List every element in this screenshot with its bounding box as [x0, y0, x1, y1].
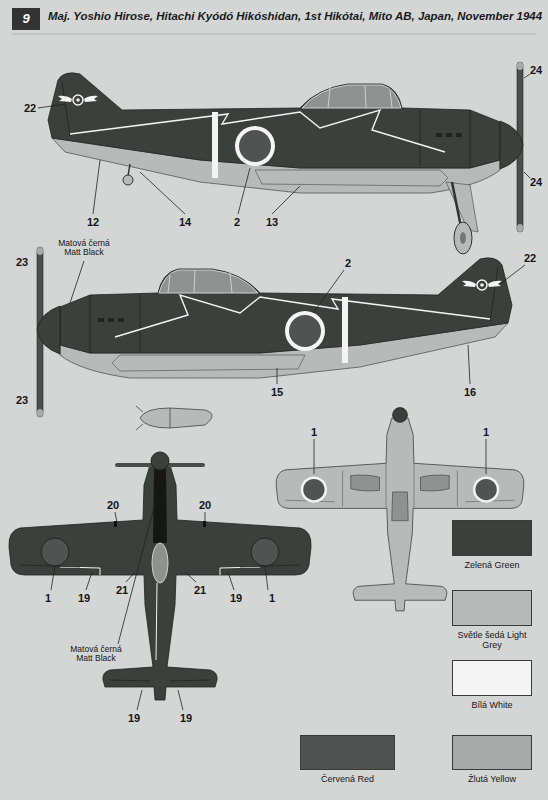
- plan-view-top-part: [152, 543, 168, 583]
- page-number: 9: [22, 12, 29, 26]
- rule: [12, 34, 536, 35]
- plan-view-under-part: [301, 476, 327, 502]
- color-swatch: [452, 520, 532, 556]
- plan-view-top-part: [41, 538, 69, 566]
- leader-lines-part: [524, 74, 530, 78]
- plan-view-top: [9, 452, 311, 700]
- leader-lines-part: [118, 500, 156, 644]
- callout-number: 23: [16, 256, 28, 268]
- leader-lines-part: [486, 439, 487, 474]
- page-number-box: [12, 8, 40, 30]
- callout-number: 1: [311, 426, 317, 438]
- plan-view-under-part: [393, 408, 408, 423]
- legend-text: Světle šedá Light Grey: [457, 630, 527, 651]
- plan-view-top-part: [153, 467, 167, 543]
- plan-view-top-part: [151, 452, 169, 470]
- side-view-left: [37, 247, 512, 417]
- leader-lines-part: [51, 566, 55, 590]
- callout-number: 22: [524, 252, 536, 264]
- paint-note: Matová černá Matt Black: [51, 239, 117, 258]
- callout-number: 16: [464, 386, 476, 398]
- callout-number: 1: [45, 592, 51, 604]
- legend-text: Červená Red: [313, 774, 383, 784]
- callout-number: 20: [107, 499, 119, 511]
- callout-number: 12: [87, 216, 99, 228]
- color-swatch: [452, 735, 532, 770]
- plan-view-top-part: [20, 565, 300, 681]
- leader-lines-part: [500, 265, 525, 284]
- plan-view-under-part: [473, 476, 499, 502]
- leader-lines-part: [314, 439, 315, 474]
- callout-number: 14: [179, 216, 191, 228]
- legend-text: Zelená Green: [457, 560, 527, 570]
- drop-tank-part: [136, 406, 170, 430]
- color-swatch: [452, 660, 532, 696]
- callout-number: 24: [530, 64, 542, 76]
- callout-number: 20: [199, 499, 211, 511]
- callout-number: 21: [194, 584, 206, 596]
- side-view-left-part: [37, 247, 512, 417]
- side-view-right-part: [454, 222, 472, 254]
- callout-number: 1: [269, 592, 275, 604]
- color-swatch: [452, 590, 532, 626]
- side-view-right-part: [48, 62, 523, 232]
- side-view-right-part: [460, 232, 466, 244]
- leader-lines-part: [115, 512, 117, 523]
- leader-lines-part: [205, 512, 206, 523]
- callout-number: 23: [16, 394, 28, 406]
- callout-number: 2: [345, 257, 351, 269]
- leader-lines-part: [86, 572, 92, 590]
- side-view-right-part: [123, 175, 133, 185]
- leader-lines-part: [277, 368, 278, 384]
- plan-view-under-part: [392, 492, 408, 521]
- leader-lines-part: [93, 160, 100, 214]
- plan-view-top-part: [9, 465, 311, 700]
- drop-tank-part: [140, 408, 212, 428]
- leader-lines-part: [238, 168, 250, 214]
- color-swatch: [300, 735, 395, 770]
- side-view-right: [48, 62, 523, 254]
- callout-number: 13: [266, 216, 278, 228]
- leader-lines-part: [265, 566, 268, 590]
- leader-lines-part: [185, 572, 196, 582]
- legend-text: Bílá White: [457, 700, 527, 710]
- leader-lines-part: [178, 690, 183, 710]
- leader-lines-part: [126, 572, 135, 582]
- leader-lines-part: [70, 261, 84, 303]
- callout-number: 21: [116, 584, 128, 596]
- callout-number: 19: [78, 592, 90, 604]
- callout-number: 19: [128, 712, 140, 724]
- plan-view-under-part: [303, 479, 324, 500]
- leader-lines-part: [272, 186, 300, 214]
- callout-number: 1: [483, 426, 489, 438]
- leader-lines-part: [524, 172, 530, 178]
- callout-number: 22: [24, 102, 36, 114]
- leader-lines-part: [228, 572, 234, 590]
- leader-lines-part: [140, 172, 185, 214]
- plan-view-under-part: [276, 418, 524, 611]
- callout-number: 24: [530, 176, 542, 188]
- plan-view-under: [276, 408, 524, 611]
- plan-view-under-part: [475, 479, 496, 500]
- callout-number: 19: [230, 592, 242, 604]
- legend-text: Žlutá Yellow: [457, 774, 527, 784]
- plan-view-top-part: [251, 538, 279, 566]
- leader-lines-part: [137, 690, 142, 710]
- leader-lines-part: [313, 270, 344, 313]
- plan-view-under-part: [351, 475, 449, 491]
- leader-lines-part: [468, 345, 470, 384]
- side-view-right-part: [128, 164, 130, 176]
- drop-tank: [136, 406, 212, 430]
- paint-note: Matová černá Matt Black: [63, 645, 129, 664]
- callout-number: 2: [234, 216, 240, 228]
- plan-view-top-part: [203, 521, 206, 527]
- sheet-title: Maj. Yoshio Hirose, Hitachi Kyódó Hikósh…: [48, 10, 542, 22]
- callout-number: 19: [180, 712, 192, 724]
- callout-number: 15: [271, 386, 283, 398]
- leader-lines-part: [38, 104, 66, 108]
